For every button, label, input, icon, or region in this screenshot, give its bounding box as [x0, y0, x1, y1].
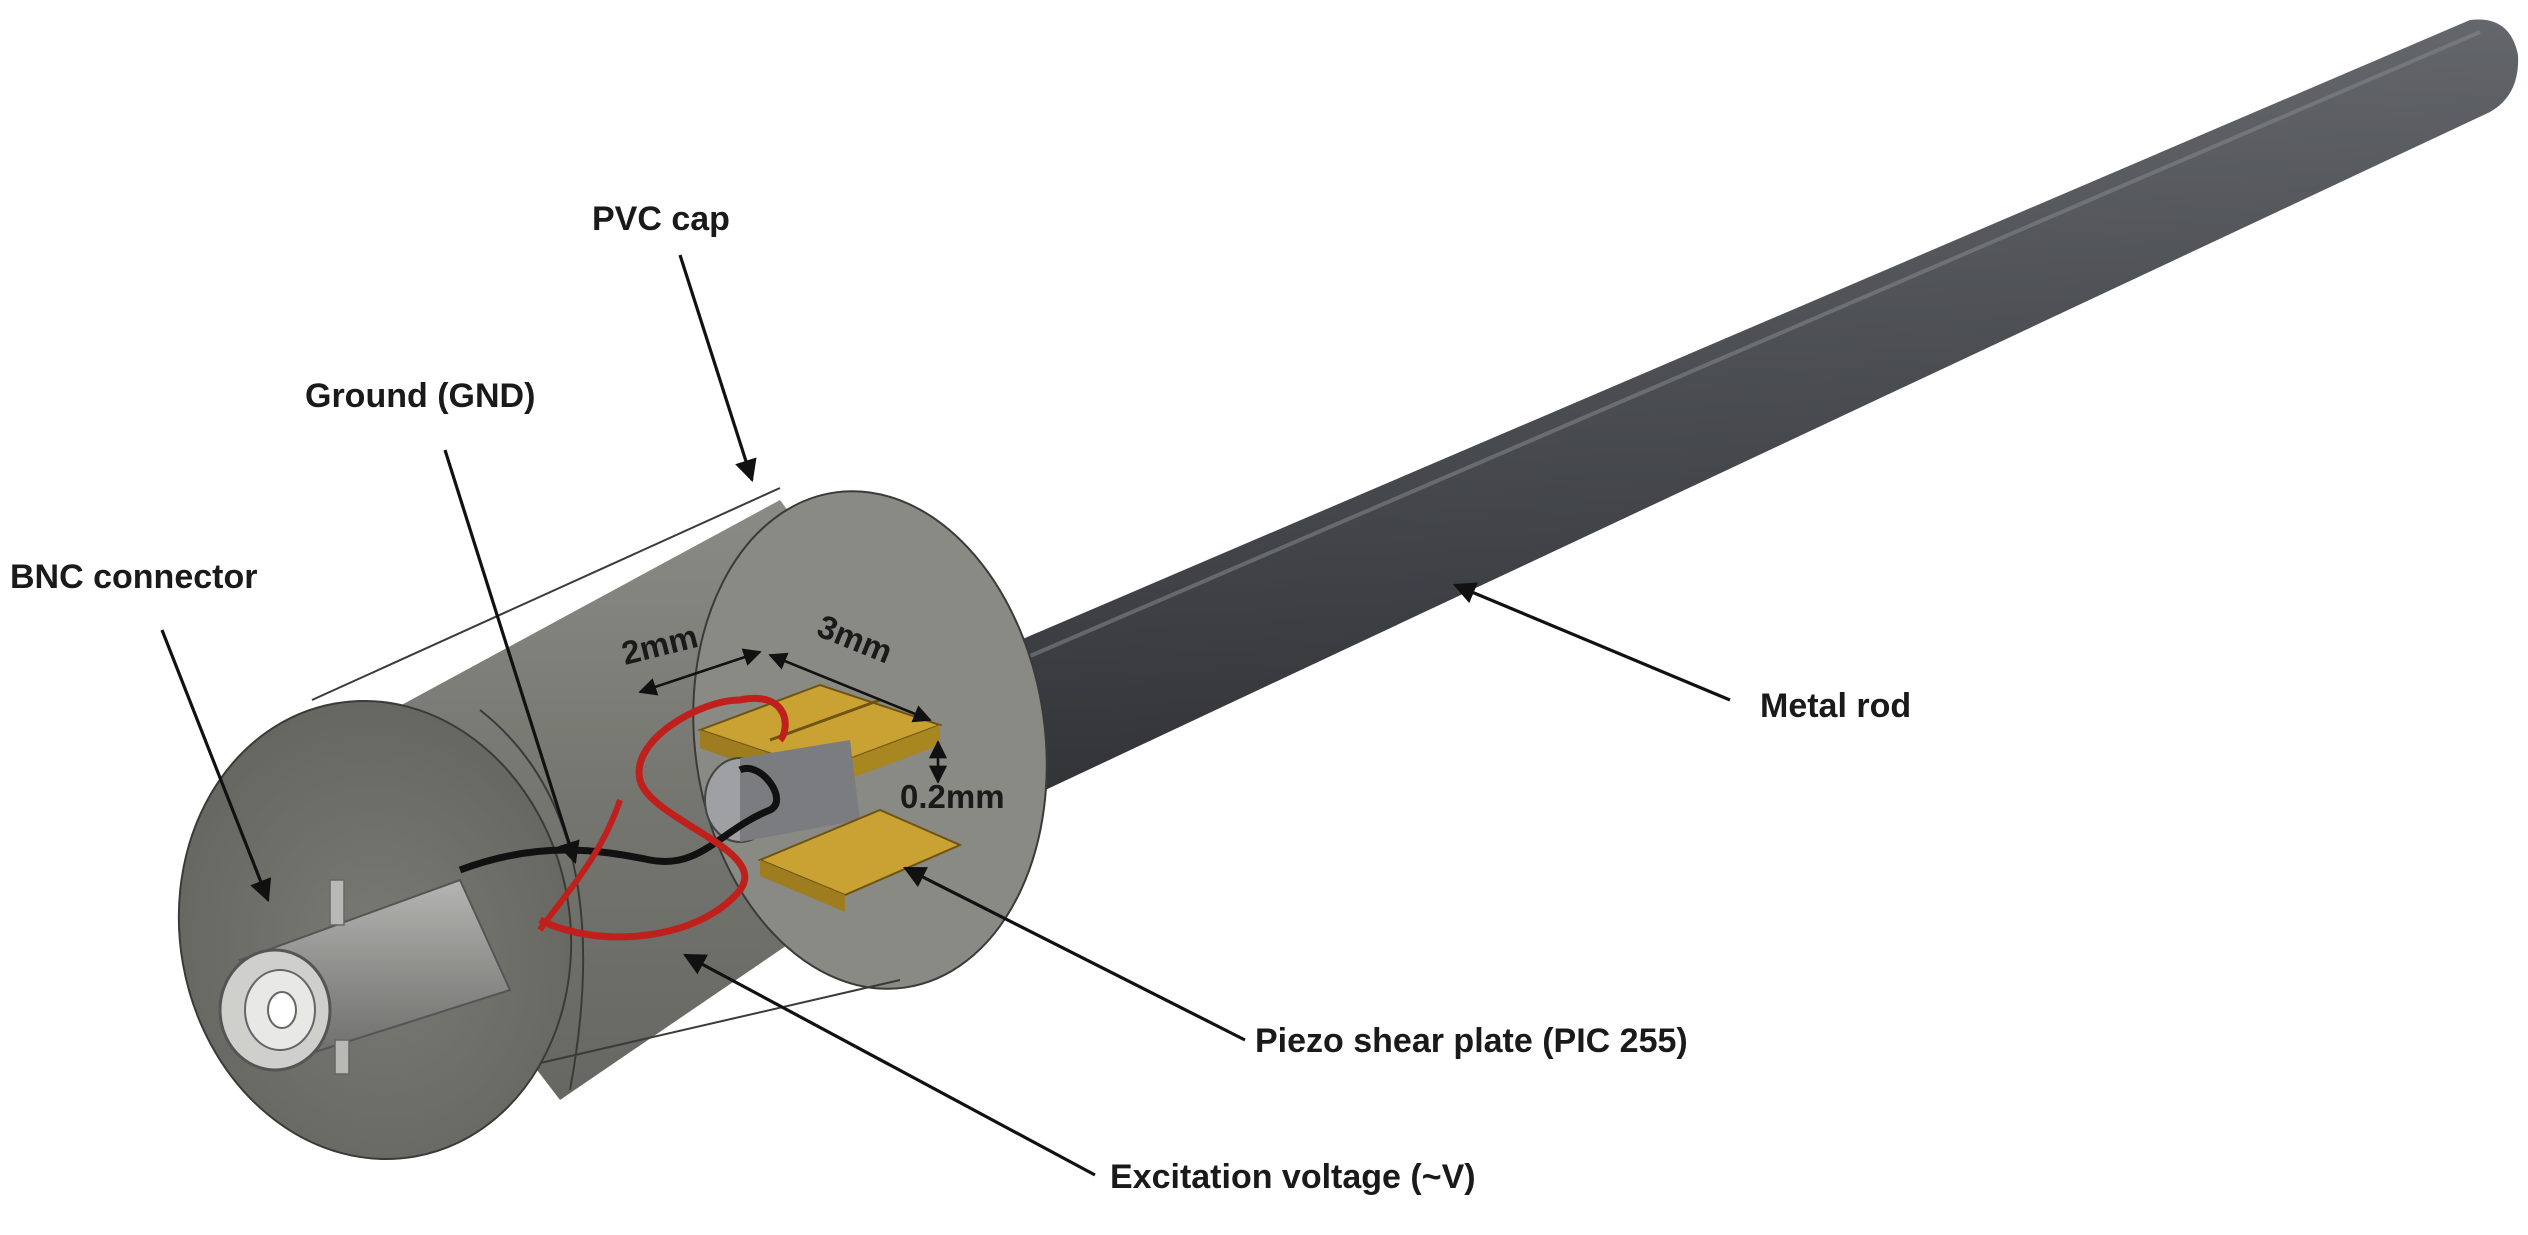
bnc-pin-top — [329, 879, 345, 926]
piezo-plate-arrow — [903, 866, 1246, 1042]
bnc-connector-arrow — [160, 629, 272, 903]
metal-rod-label: Metal rod — [1760, 687, 1911, 725]
excitation-voltage-arrow — [683, 953, 1096, 1177]
excitation-voltage-label: Excitation voltage (~V) — [1110, 1158, 1476, 1196]
piezo-plate-bottom — [757, 808, 963, 897]
bnc-pin-bottom — [334, 1039, 350, 1075]
pvc-cap-label: PVC cap — [592, 200, 730, 238]
wires — [458, 694, 789, 941]
metal-rod — [880, 19, 2519, 830]
pvc-cap-arrow — [678, 254, 757, 483]
signal-wire — [538, 694, 789, 941]
pointer-arrows — [160, 254, 1731, 1177]
ground-arrow — [443, 449, 580, 865]
piezo-plate-label: Piezo shear plate (PIC 255) — [1255, 1022, 1688, 1060]
bnc-connector-label: BNC connector — [10, 558, 257, 596]
thickness-dimension-label: 0.2mm — [900, 778, 1005, 815]
metal-rod-arrow — [1452, 582, 1731, 702]
dimension-lines — [638, 648, 948, 784]
ground-label: Ground (GND) — [305, 377, 535, 415]
bnc-connector — [218, 878, 512, 1075]
ground-wire — [458, 764, 780, 874]
